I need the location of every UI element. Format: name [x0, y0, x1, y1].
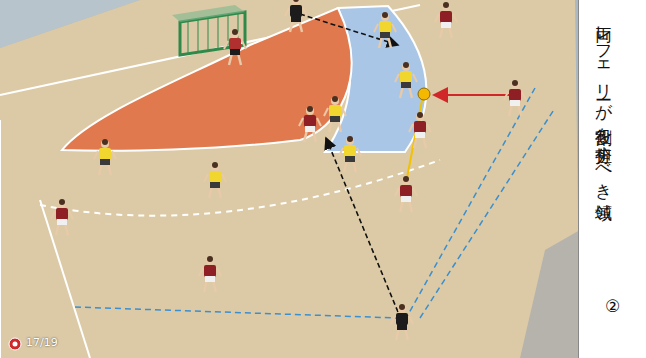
- logo: [8, 337, 22, 351]
- defender: [94, 139, 116, 175]
- view-arrow: [300, 14, 398, 45]
- defender: [374, 12, 396, 48]
- movement-arrow: [434, 94, 512, 96]
- players: [51, 0, 526, 340]
- attacker: [199, 256, 221, 292]
- court-floor: [0, 0, 580, 358]
- zone-line: [420, 108, 555, 318]
- title: 両レフェリーが 役割を分担すべき領域: [593, 14, 615, 214]
- attacker: [435, 2, 457, 38]
- view-arrow: [326, 138, 398, 312]
- goal-area: [62, 8, 351, 151]
- free-throw-line: [40, 160, 440, 216]
- attacker: [504, 80, 526, 116]
- defender: [204, 162, 226, 198]
- referee: [285, 0, 307, 32]
- slide-number: ②: [605, 296, 620, 316]
- outer-floor: [520, 230, 580, 358]
- attacker: [299, 106, 321, 142]
- zone-line: [405, 88, 535, 320]
- caption-panel: 両レフェリーが 役割を分担すべき領域 ②: [578, 0, 646, 358]
- ball: [418, 88, 430, 100]
- zone-line: [75, 307, 398, 318]
- court-line: [40, 200, 90, 358]
- defender: [395, 62, 417, 98]
- goal: [172, 5, 245, 55]
- court-line: [0, 120, 1, 358]
- attacker: [409, 112, 431, 148]
- referee: [391, 304, 413, 340]
- defender: [324, 96, 346, 132]
- defender: [339, 136, 361, 172]
- pass-line: [405, 95, 423, 188]
- page-number: 17/19: [26, 336, 58, 349]
- attacker: [51, 199, 73, 235]
- attacker: [395, 176, 417, 212]
- goalkeeper: [224, 29, 246, 65]
